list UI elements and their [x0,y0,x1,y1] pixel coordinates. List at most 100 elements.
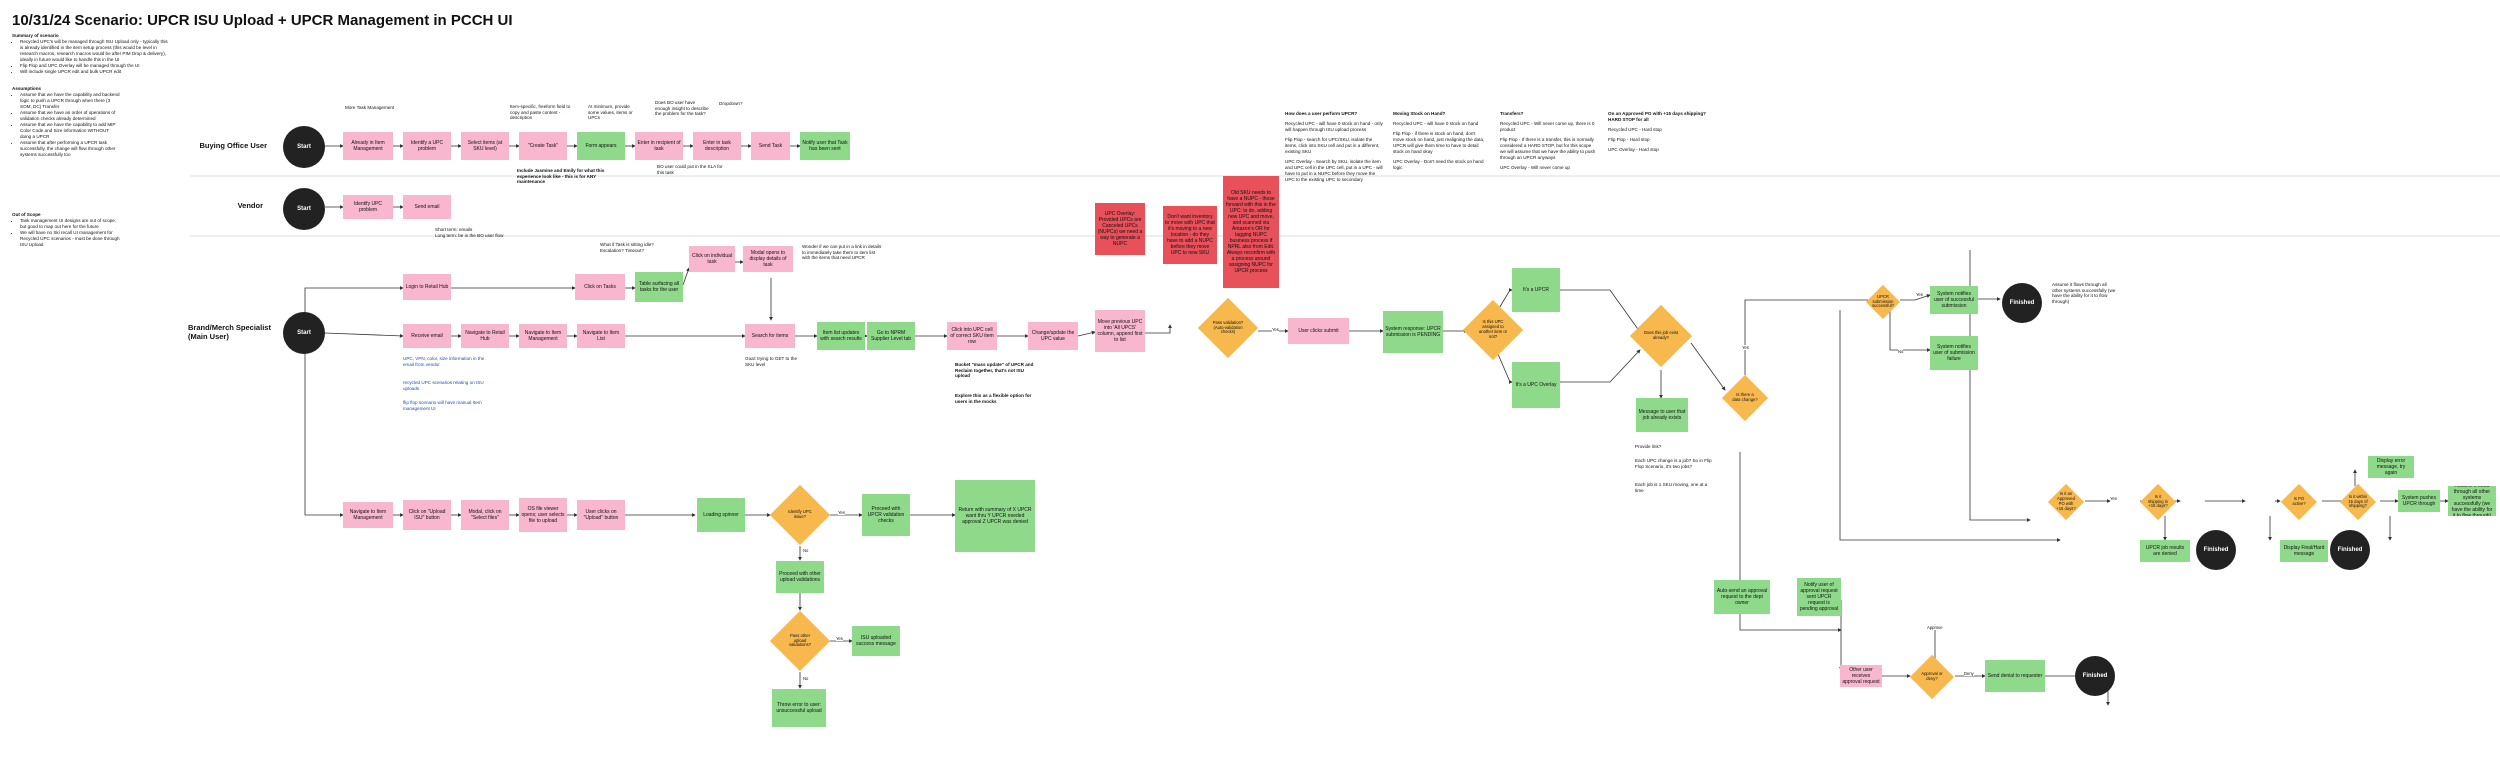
node-enter-description: Enter in task description [693,132,741,160]
lane-buying-office: Buying Office User [199,141,267,150]
node-throw-error: Throw error to user: unsuccessful upload [772,689,826,727]
node-form-appears: Form appears [577,132,625,160]
lane-vendor: Vendor [237,201,263,210]
assumptions-heading: Assumptions [12,86,42,91]
node-assume-flows-right: Assume it flows through all other system… [2448,486,2496,516]
node-its-upc-overlay: It's a UPC Overlay [1512,362,1560,408]
answer-recycled: Recycled UPC - will have 0 stock on hand… [1285,120,1383,132]
question-transfers: Transfers? Recycled UPC - Will never com… [1500,111,1598,171]
finished-node-final: Finished [2330,530,2370,570]
note-item-specific: Item-specific, freeform field to copy an… [510,104,571,121]
start-node-brand: Start [283,312,325,354]
out-of-scope-item: Task management UI designs are out of sc… [20,218,120,230]
node-click-tasks: Click on Tasks [575,274,625,300]
node-navigate-item-list: Navigate to Item List [577,324,625,348]
note-minimum: At minimum, provide some values, items o… [588,104,633,121]
diamond-label: Approval or deny? [1921,671,1943,681]
node-proceed-upcr-validation: Proceed with UPCR validation checks [862,494,910,536]
edge-label-deny: Deny [1964,671,1974,676]
answer-flip: Flip Flop - search for UPC/SKU, isolate … [1285,136,1380,154]
node-send-task: Send Task [751,132,790,160]
node-isu-success: ISU uploaded success message [852,626,900,656]
note-upc-vpn: UPC, VPN, color, size information in the… [403,356,485,367]
node-modal-task-details: Modal opens to display details of task [743,246,793,272]
answer-flip: Flip Flop - If there is a transfer, this… [1500,136,1596,160]
note-short-term: Short term: emails Long term: be in the … [435,227,504,238]
out-of-scope-section: Out of Scope Task management UI designs … [12,212,120,248]
answer-recycled: Recycled UPC - Will never come up, there… [1500,120,1595,132]
question-heading: On an Approved PO with +15 days shipping… [1608,111,1706,122]
decision-within-15-days: Is it within 15 days of shipping? [2339,483,2377,521]
edge-label-yes: Yes [838,510,845,515]
node-go-nprm-tab: Go to NPRM Supplier Level tab [867,322,915,350]
summary-item: Flip Flop and UPC Overlay will be manage… [20,63,172,69]
node-move-previous-upc: Move previous UPC into 'All UPCS' column… [1095,310,1145,352]
page-title: 10/31/24 Scenario: UPCR ISU Upload + UPC… [12,12,513,29]
red-note-inventory: Don't want inventory to move with UPC th… [1163,206,1217,264]
node-item-list-updates: Item list updates with search results [817,322,865,350]
note-dropdown: Dropdown? [719,101,743,106]
note-wonder-link: Wonder if we can put in a link in detail… [802,244,882,261]
node-loading-spinner: Loading spinner [697,498,745,532]
edge-label-yes: Yes [2110,496,2117,501]
decision-pass-other-validations: Pass other upload validations? [769,610,831,672]
diamond-label: Pass validation? (Auto-validation checks… [1212,319,1244,335]
finished-node-denial: Finished [2075,656,2115,696]
diamond-label: Is this UPC assigned to another item or … [1478,319,1508,339]
node-navigate-retail-hub: Navigate to Retail Hub [461,324,509,348]
assumption-item: Assume that we have an order of operatio… [20,110,120,122]
node-upcr-denied: UPCR job results are denied [2140,540,2190,562]
note-provide-link: Provide link? [1635,444,1662,449]
node-notify-success: System notifies user of successful submi… [1930,286,1978,314]
diamond-label: Is there a data change? [1732,392,1758,402]
question-stock-on-hand: Moving Stock on Hand? Recycled UPC - wil… [1393,111,1488,171]
edge-label-yes: Yes [836,636,843,641]
edge-label-yes: Yes [1916,292,1923,297]
note-each-job: Each job is 1 SKU moving, one at a time [1635,482,1708,493]
out-of-scope-item: We will have no Ski recall UI management… [20,230,120,248]
note-jasmine: Include Jasmine and Emily for what this … [517,168,605,185]
assumptions-section: Assumptions Assume that we have the capa… [12,86,120,158]
decision-pass-validation: Pass validation? (Auto-validation checks… [1197,297,1259,359]
node-navigate-item-mgmt: Navigate to Item Management [519,324,567,348]
node-its-upcr: It's a UPCR [1512,268,1560,312]
node-notify-failure: System notifies user of submission failu… [1930,336,1978,370]
diamond-label: Identify UPC issue? [788,509,812,519]
summary-item: Recycled UPC's will be managed through I… [20,39,172,63]
answer-overlay: UPC Overlay - Don't need the stock on ha… [1393,158,1484,170]
summary-item: Will include single UPCR edit and bulk U… [20,69,172,75]
decision-data-change: Is there a data change? [1721,374,1769,422]
answer-overlay: UPC Overlay - Search by SKU, isolate the… [1285,158,1383,182]
edge-label-yes: Yes [1272,327,1279,332]
node-return-summary: Return with summary of X UPCR want thru … [955,480,1035,552]
finished-node-upcr: Finished [2002,283,2042,323]
node-login-retail-hub: Login to Retail Hub [403,274,451,300]
node-already-item-mgmt: Already in Item Management [343,132,393,160]
question-heading: Transfers? [1500,111,1524,116]
note-explore-option: Explore this as a flexible option for us… [955,393,1032,404]
node-receive-email: Receive email [403,324,451,348]
out-of-scope-heading: Out of Scope [12,212,41,217]
node-vendor-identify-upc: Identify UPC problem [343,195,393,219]
start-node-buying: Start [283,126,325,168]
node-vendor-send-email: Send email [403,195,451,219]
node-enter-recipient: Enter in recipient of task [635,132,683,160]
note-each-upc: Each UPC change is a job? So in Flip Flo… [1635,458,1712,469]
question-heading: How does a user perform UPCR? [1285,111,1358,116]
diamond-label: Pass other upload validations? [788,632,812,648]
assumption-item: Assume that we have the capability and b… [20,92,120,110]
node-navigate-item-mgmt-isu: Navigate to Item Management [343,502,393,528]
node-send-denial: Send denial to requester [1985,660,2045,692]
node-click-upc-cell: Click into UPC cell of correct SKU item … [947,322,997,350]
summary-section: Summary of scenario Recycled UPC's will … [12,33,172,75]
question-heading: Moving Stock on Hand? [1393,111,1446,116]
node-display-error-retry: Display error message, try again [2368,456,2414,478]
answer-flip: Flip Flop - if there is stock on hand, d… [1393,130,1485,154]
diamond-label: UPCR submission successful? [1872,293,1894,309]
note-what-if-idle: What if Task is sitting idle? Escalation… [600,242,654,253]
finished-node-denied: Finished [2196,530,2236,570]
node-other-user-receives: Other user receives approval request [1840,665,1882,687]
answer-recycled: Recycled UPC - Hard stop [1608,126,1662,132]
decision-approved-po: Is it an Approved PO with +15 days? [2047,483,2085,521]
question-approved-po: On an Approved PO with +15 days shipping… [1608,111,1708,153]
